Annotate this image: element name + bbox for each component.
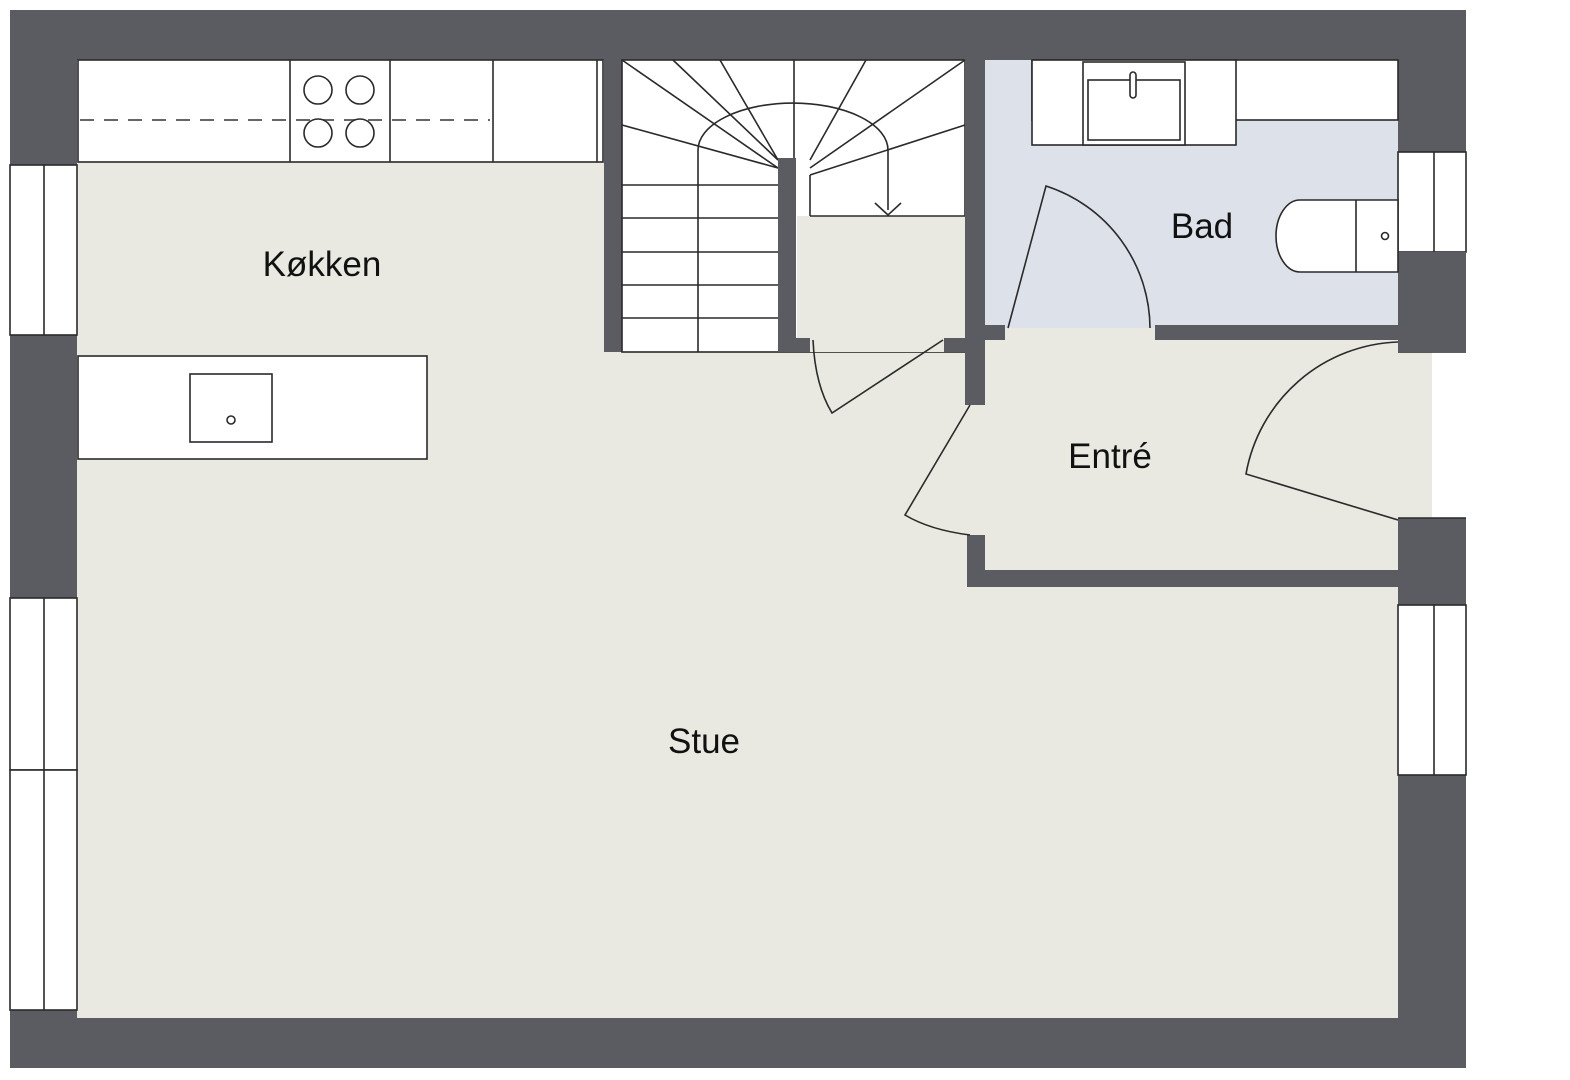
room-label-living: Stue [668, 722, 740, 761]
room-label-entrance: Entré [1068, 437, 1152, 476]
living-room-door [903, 404, 971, 536]
doors [812, 184, 1399, 536]
window [1397, 151, 1467, 253]
interior-walls [796, 10, 1466, 587]
kitchen-counter [77, 59, 604, 163]
bathroom-fixtures [1031, 59, 1399, 273]
sink-icon [189, 373, 273, 443]
bathroom-door [1007, 184, 1151, 329]
right-windows [1397, 151, 1467, 776]
front-door [1245, 341, 1399, 521]
left-windows [9, 164, 78, 1011]
window [1397, 604, 1467, 776]
toilet-icon [1275, 199, 1399, 273]
room-label-kitchen: Køkken [263, 245, 382, 284]
kitchen-island [77, 355, 428, 460]
stove-burners-icon [303, 75, 375, 148]
stair-door [812, 339, 944, 415]
staircase [604, 59, 966, 353]
room-label-bathroom: Bad [1171, 207, 1233, 246]
